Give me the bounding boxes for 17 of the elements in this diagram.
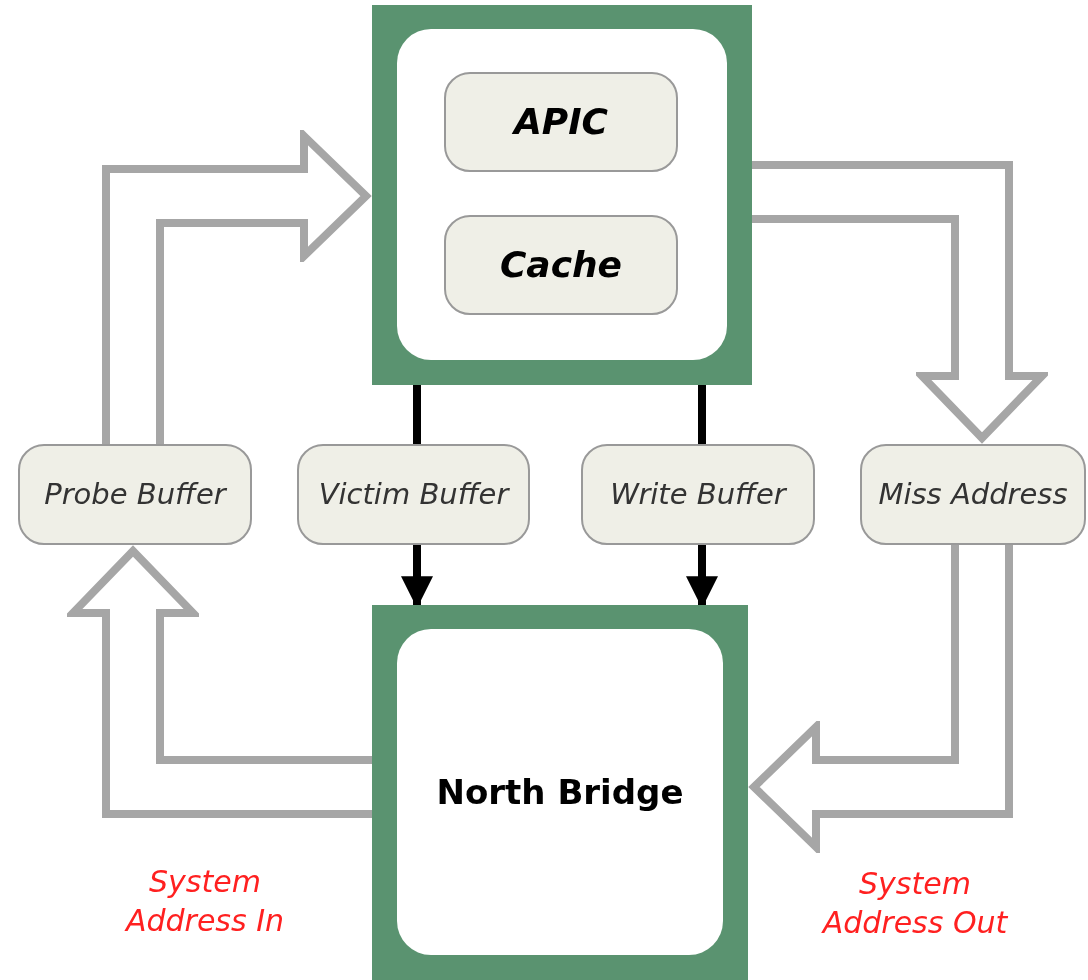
component-box (444, 215, 678, 315)
node-label: APIC (513, 100, 609, 144)
chip-box (372, 605, 748, 980)
node-label: Cache (499, 243, 623, 287)
buffer-box (860, 444, 1086, 545)
buffer-box (297, 444, 530, 545)
node-label: Victim Buffer (317, 477, 511, 512)
signal-label: System Address Out (820, 865, 1009, 942)
buffer-box (581, 444, 815, 545)
signal-label: System Address In (123, 863, 286, 940)
component-box (444, 72, 678, 172)
node-label: North Bridge (436, 771, 684, 814)
node-label: Write Buffer (609, 477, 788, 512)
buffer-box (18, 444, 252, 545)
node-label: Probe Buffer (43, 477, 228, 512)
node-label: Miss Address (877, 477, 1069, 512)
chip-box (372, 5, 752, 385)
